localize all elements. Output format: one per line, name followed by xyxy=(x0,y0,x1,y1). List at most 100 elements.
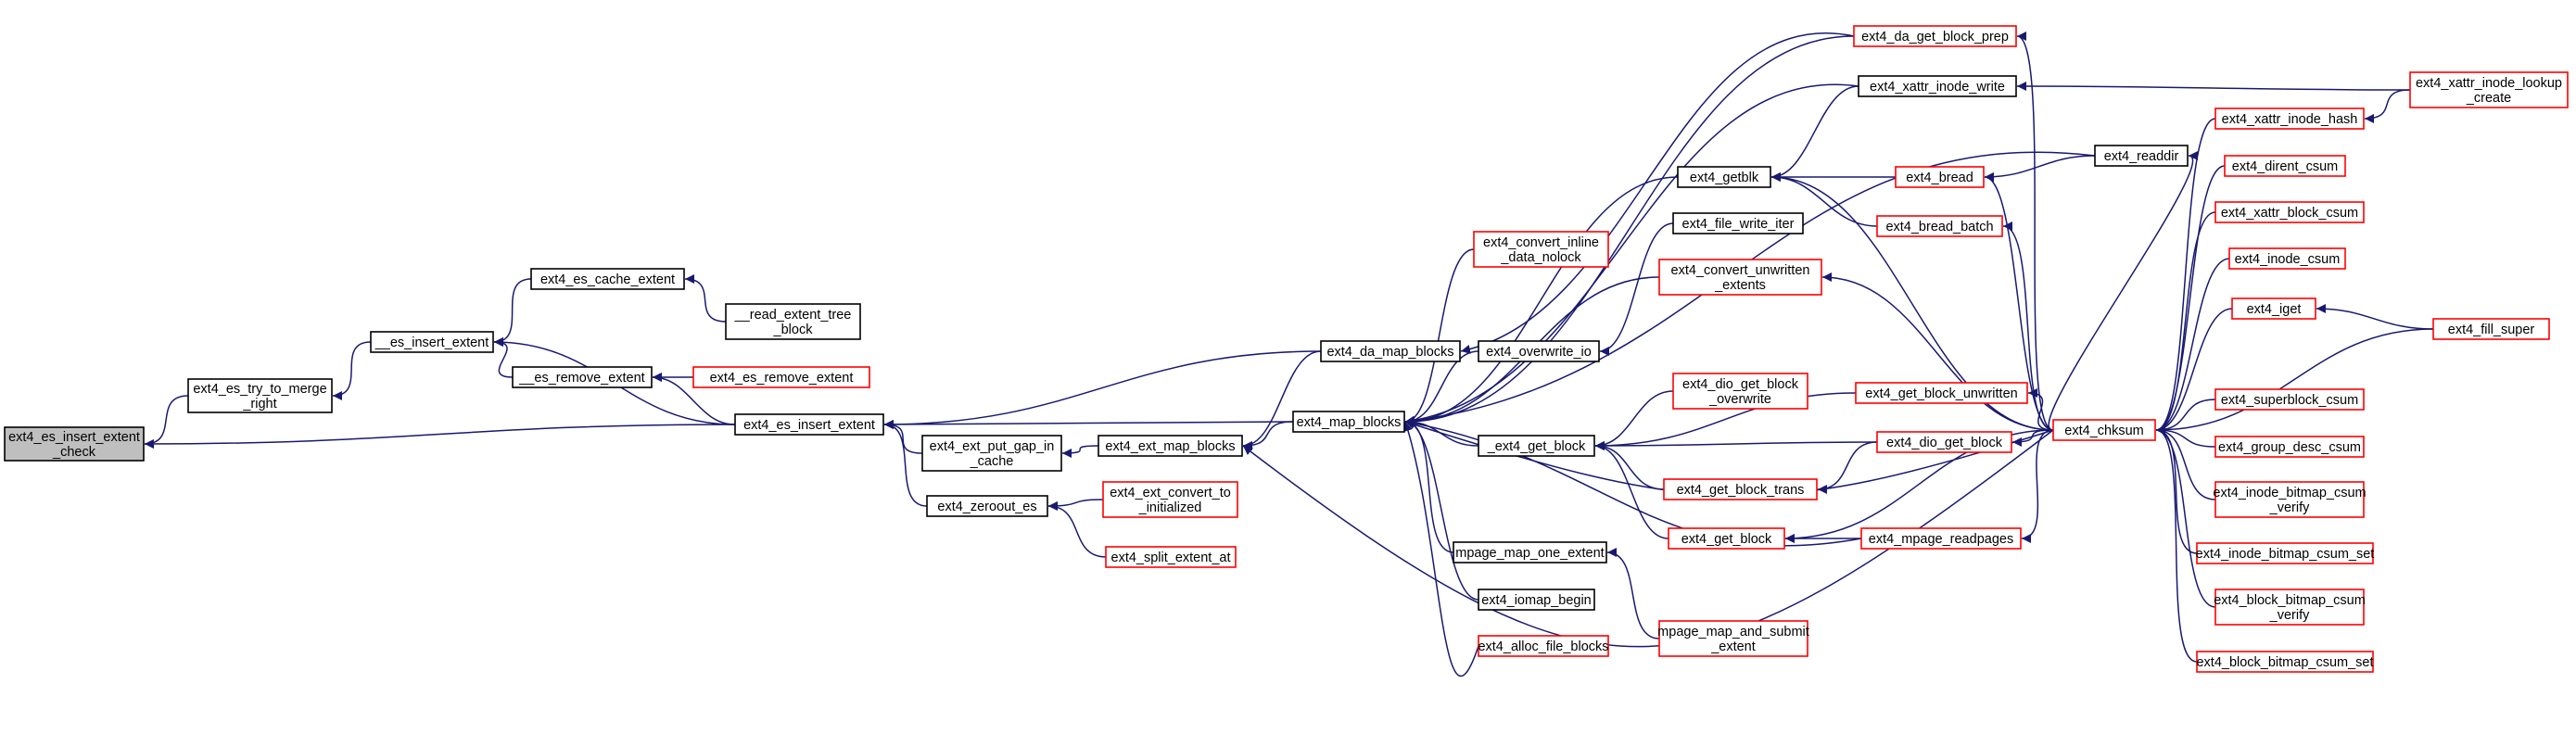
node-es-cache-extent[interactable]: ext4_es_cache_extent xyxy=(530,268,685,290)
edge-es-insert-extent-to-es-remove-extent-int xyxy=(652,373,736,425)
edge-chksum-to-bread-batch xyxy=(2002,222,2054,431)
node-box xyxy=(1478,340,1600,362)
node-ext-map-blocks[interactable]: ext4_ext_map_blocks xyxy=(1098,435,1243,457)
node-box xyxy=(1677,166,1771,188)
edge-chksum-to-mpage-readpages xyxy=(2021,429,2054,543)
edge-dirent-csum-to-chksum xyxy=(2155,165,2226,435)
edge-da-map-blocks-to-es-insert-extent xyxy=(883,350,1322,429)
node-es-remove-extent-int[interactable]: __es_remove_extent xyxy=(512,366,653,388)
edge-da-get-block-prep-to-da-map-blocks xyxy=(1460,32,1855,354)
node-convert-init[interactable]: ext4_ext_convert_to_initialized xyxy=(1102,481,1238,518)
node-bread-batch[interactable]: ext4_bread_batch xyxy=(1876,215,2003,237)
node-label: ext4_fill_super xyxy=(2448,323,2535,337)
node-box xyxy=(1453,541,1607,563)
node-xattr-inode-lookup[interactable]: ext4_xattr_inode_lookup_create xyxy=(2409,71,2569,108)
node-label: _check xyxy=(52,445,96,460)
node-label: ext4_dio_get_block xyxy=(1682,377,1799,392)
node-box xyxy=(2224,155,2346,177)
node-mpage-map-submit[interactable]: mpage_map_and_submit_extent xyxy=(1657,620,1809,657)
node-get-block-trans[interactable]: ext4_get_block_trans xyxy=(1663,478,1818,500)
edge-mpage-map-submit-to-mpage-map-one xyxy=(1606,548,1660,639)
node-convert-inline[interactable]: ext4_convert_inline_data_nolock xyxy=(1473,231,1609,268)
node-root: ext4_es_insert_extent_check xyxy=(4,426,145,462)
node-dio-get-block[interactable]: ext4_dio_get_block xyxy=(1876,431,2012,453)
node-label: ext4_xattr_inode_hash xyxy=(2222,112,2358,127)
edge-inode-csum-to-chksum xyxy=(2155,258,2230,435)
edge-get-block-to-get-block-int xyxy=(1594,441,1669,539)
node-read-extent-tree[interactable]: __read_extent_tree_block xyxy=(725,303,861,340)
node-iget[interactable]: ext4_iget xyxy=(2231,298,2316,320)
node-box xyxy=(1853,25,2017,47)
edge-chksum-to-readdir xyxy=(2048,151,2199,431)
node-map-blocks[interactable]: ext4_map_blocks xyxy=(1292,411,1405,433)
node-getblk[interactable]: ext4_getblk xyxy=(1677,166,1771,188)
node-da-map-blocks[interactable]: ext4_da_map_blocks xyxy=(1320,340,1461,362)
node-superblock-csum[interactable]: ext4_superblock_csum xyxy=(2214,388,2365,411)
node-iomap-begin[interactable]: ext4_iomap_begin xyxy=(1478,589,1595,611)
edge-map-blocks-to-ext-map-blocks xyxy=(1242,421,1294,450)
node-box xyxy=(1478,635,1609,657)
edge-xattr-inode-lookup-to-xattr-inode-hash xyxy=(2364,89,2411,123)
node-box xyxy=(1860,527,2022,550)
node-xattr-block-csum[interactable]: ext4_xattr_block_csum xyxy=(2214,201,2365,223)
node-label: ext4_convert_inline xyxy=(1483,235,1599,250)
node-label: ext4_convert_unwritten xyxy=(1671,263,1810,278)
node-es-remove-extent[interactable]: ext4_es_remove_extent xyxy=(692,366,870,388)
node-dio-get-block-overwrite[interactable]: ext4_dio_get_block_overwrite xyxy=(1672,373,1808,410)
node-chksum[interactable]: ext4_chksum xyxy=(2052,419,2156,441)
edge-xattr-inode-write-to-map-blocks xyxy=(1404,83,1859,425)
node-readdir[interactable]: ext4_readdir xyxy=(2094,145,2189,167)
node-label: ext4_xattr_inode_lookup xyxy=(2416,76,2562,91)
node-group-desc-csum[interactable]: ext4_group_desc_csum xyxy=(2214,436,2365,458)
node-file-write-iter[interactable]: ext4_file_write_iter xyxy=(1672,212,1804,234)
node-label: ext4_superblock_csum xyxy=(2221,393,2358,408)
node-box xyxy=(1473,231,1609,268)
node-box xyxy=(370,331,494,353)
node-box xyxy=(2214,388,2365,411)
node-label: __es_insert_extent xyxy=(374,336,489,350)
node-dirent-csum[interactable]: ext4_dirent_csum xyxy=(2224,155,2346,177)
node-es-insert-extent-int[interactable]: __es_insert_extent xyxy=(370,331,494,353)
node-get-block-int[interactable]: _ext4_get_block xyxy=(1478,435,1595,457)
edge-xattr-inode-hash-to-chksum xyxy=(2155,118,2216,435)
node-box xyxy=(2214,108,2365,130)
node-split-extent[interactable]: ext4_split_extent_at xyxy=(1105,546,1237,568)
node-es-insert-extent[interactable]: ext4_es_insert_extent xyxy=(734,413,884,436)
node-get-block[interactable]: ext4_get_block xyxy=(1668,527,1785,550)
edge-zeroout-to-es-insert-extent xyxy=(883,420,928,507)
node-xattr-inode-write[interactable]: ext4_xattr_inode_write xyxy=(1858,75,2017,97)
node-inode-bitmap-verify[interactable]: ext4_inode_bitmap_csum_verify xyxy=(2213,481,2367,518)
node-mpage-map-one[interactable]: mpage_map_one_extent xyxy=(1453,541,1607,563)
node-fill-super[interactable]: ext4_fill_super xyxy=(2432,318,2550,340)
edge-es-remove-extent-int-to-es-insert-extent-int xyxy=(493,337,514,378)
node-box xyxy=(1895,166,1985,188)
edge-da-get-block-prep-to-map-blocks xyxy=(1404,35,1855,426)
node-bread[interactable]: ext4_bread xyxy=(1895,166,1985,188)
node-box xyxy=(1672,212,1804,234)
node-block-bitmap-set[interactable]: ext4_block_bitmap_csum_set xyxy=(2196,651,2374,673)
node-alloc-file-blocks[interactable]: ext4_alloc_file_blocks xyxy=(1478,635,1609,657)
node-inode-bitmap-set[interactable]: ext4_inode_bitmap_csum_set xyxy=(2196,542,2375,564)
node-xattr-inode-hash[interactable]: ext4_xattr_inode_hash xyxy=(2214,108,2365,130)
node-label: ext4_es_insert_extent xyxy=(8,430,140,445)
node-inode-csum[interactable]: ext4_inode_csum xyxy=(2228,247,2346,270)
node-box xyxy=(2214,589,2365,626)
node-box xyxy=(692,366,870,388)
node-box xyxy=(2432,318,2550,340)
node-convert-unwritten[interactable]: ext4_convert_unwritten_extents xyxy=(1658,259,1822,296)
node-label: ext4_xattr_inode_write xyxy=(1870,80,2005,95)
node-box xyxy=(2052,419,2156,441)
node-mpage-readpages[interactable]: ext4_mpage_readpages xyxy=(1860,527,2022,550)
node-box xyxy=(1320,340,1461,362)
node-try-merge[interactable]: ext4_es_try_to_merge_right xyxy=(187,378,333,413)
node-zeroout[interactable]: ext4_zeroout_es xyxy=(926,495,1048,517)
edge-ext-map-blocks-to-put-gap xyxy=(1061,445,1099,458)
node-put-gap[interactable]: ext4_ext_put_gap_in_cache xyxy=(921,435,1062,472)
node-label: _overwrite xyxy=(1708,392,1771,407)
node-da-get-block-prep[interactable]: ext4_da_get_block_prep xyxy=(1853,25,2017,47)
edge-get-block-unwritten-to-get-block-int xyxy=(1594,392,1857,450)
node-get-block-unwritten[interactable]: ext4_get_block_unwritten xyxy=(1855,382,2028,404)
node-overwrite-io[interactable]: ext4_overwrite_io xyxy=(1478,340,1600,362)
node-label: ext4_es_insert_extent xyxy=(743,418,875,433)
node-block-bitmap-verify[interactable]: ext4_block_bitmap_csum_verify xyxy=(2214,589,2366,626)
